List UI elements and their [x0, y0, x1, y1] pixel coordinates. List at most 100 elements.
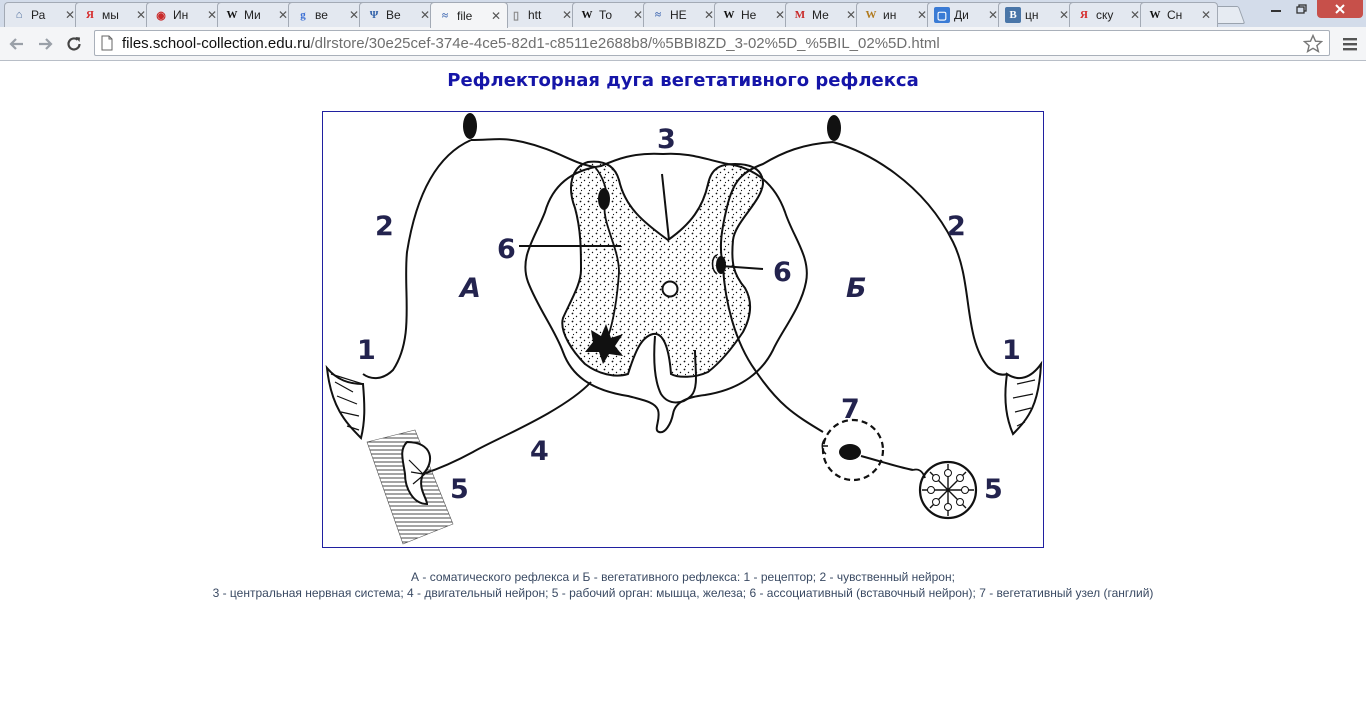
browser-tab[interactable]: W Ми ✕: [217, 2, 295, 27]
tab-close-icon[interactable]: ✕: [490, 8, 502, 23]
muscle-effector: [366, 429, 454, 545]
home-icon: ⌂: [15, 9, 23, 21]
sensory-neuron-left: [362, 138, 596, 380]
label-1-left: 1: [357, 335, 376, 366]
tab-close-icon[interactable]: ✕: [916, 8, 928, 22]
browser-tab[interactable]: ▢ Ди ✕: [927, 2, 1005, 27]
tab-close-icon[interactable]: ✕: [64, 8, 76, 22]
central-canal: [661, 280, 679, 298]
chrome-menu-button[interactable]: [1337, 31, 1363, 57]
browser-tab[interactable]: W Не ✕: [714, 2, 792, 27]
tab-title: Не: [741, 8, 757, 22]
tab-title: Сн: [1167, 8, 1183, 22]
school-collection-icon: ≈: [654, 9, 662, 21]
tab-title: мы: [102, 8, 119, 22]
blank-page-icon: ▯: [512, 9, 520, 22]
psi-icon: Ψ: [369, 9, 379, 21]
tab-title: ску: [1096, 8, 1114, 22]
wikipedia-icon: W: [226, 9, 238, 21]
reflex-arc-illustration: 3 2 2 6 6 А Б 1 1 7 4 5 5: [325, 113, 1043, 545]
address-bar[interactable]: files.school-collection.edu.ru/dlrstore/…: [94, 30, 1330, 56]
tab-close-icon[interactable]: ✕: [348, 8, 360, 22]
browser-tab[interactable]: ≈file✕: [430, 2, 508, 28]
browser-tab[interactable]: ⌂Ра✕: [4, 2, 82, 27]
tab-title: Ди: [954, 8, 969, 22]
reload-button[interactable]: [61, 31, 87, 57]
label-2-right: 2: [947, 211, 966, 242]
url-host: files.school-collection.edu.ru: [122, 34, 311, 52]
tab-close-icon[interactable]: ✕: [277, 8, 289, 22]
tab-close-icon[interactable]: ✕: [774, 8, 786, 22]
back-button[interactable]: [4, 31, 30, 57]
label-a: А: [458, 273, 481, 304]
maximize-button[interactable]: [1288, 0, 1316, 18]
arrow-right-icon: [39, 38, 53, 50]
tab-title: Ин: [173, 8, 189, 22]
association-neuron-right: [716, 256, 726, 274]
tab-close-icon[interactable]: ✕: [135, 8, 147, 22]
sensory-neuron-right: [719, 141, 1008, 376]
chat-icon: ▢: [934, 7, 950, 23]
url-text: files.school-collection.edu.ru/dlrstore/…: [122, 35, 940, 52]
tab-close-icon[interactable]: ✕: [206, 8, 218, 22]
caption-line-1: А - соматического рефлекса и Б - вегетат…: [411, 570, 955, 584]
browser-tab[interactable]: ▯htt✕: [501, 2, 579, 27]
page-icon: [100, 35, 118, 51]
browser-toolbar: files.school-collection.edu.ru/dlrstore/…: [0, 27, 1366, 61]
mb-icon: M: [794, 9, 806, 21]
tab-close-icon[interactable]: ✕: [561, 8, 573, 22]
receptor-left: [325, 364, 366, 440]
tab-close-icon[interactable]: ✕: [1058, 8, 1070, 22]
tab-title: Ми: [244, 8, 261, 22]
google-icon: g: [300, 9, 306, 21]
association-neuron-left: [598, 188, 610, 210]
tab-close-icon[interactable]: ✕: [845, 8, 857, 22]
hamburger-menu-icon: [1343, 38, 1357, 51]
school-collection-icon: ≈: [441, 9, 449, 22]
tab-close-icon[interactable]: ✕: [1129, 8, 1141, 22]
label-5-right: 5: [984, 474, 1003, 505]
tab-close-icon[interactable]: ✕: [1200, 8, 1212, 22]
tab-title: Ме: [812, 8, 829, 22]
label-2-left: 2: [375, 211, 394, 242]
restore-icon: [1296, 4, 1307, 14]
tab-close-icon[interactable]: ✕: [419, 8, 431, 22]
wikipedia-icon: W: [723, 9, 735, 21]
page-title: Рефлекторная дуга вегетативного рефлекса: [447, 70, 919, 91]
reload-icon: [67, 37, 81, 51]
forward-button[interactable]: [32, 31, 58, 57]
label-6-left: 6: [497, 234, 516, 265]
browser-tab[interactable]: M Ме ✕: [785, 2, 863, 27]
tab-close-icon[interactable]: ✕: [987, 8, 999, 22]
wikipedia-icon: W: [865, 9, 877, 21]
minimize-icon: [1271, 10, 1281, 12]
tab-title: НЕ: [670, 8, 687, 22]
browser-tab[interactable]: ◉Ин✕: [146, 2, 224, 27]
close-window-button[interactable]: [1317, 0, 1363, 18]
label-4: 4: [530, 436, 549, 467]
tab-title: То: [599, 8, 613, 22]
url-path: /dlrstore/30e25cef-374e-4ce5-82d1-c8511e…: [310, 34, 940, 52]
label-5-left: 5: [450, 474, 469, 505]
tab-close-icon[interactable]: ✕: [632, 8, 644, 22]
label-b: Б: [846, 273, 867, 304]
label-6-right: 6: [773, 257, 792, 288]
gland-effector: [912, 460, 978, 520]
tab-title: ве: [315, 8, 328, 22]
label-1-right: 1: [1002, 335, 1021, 366]
tab-close-icon[interactable]: ✕: [703, 8, 715, 22]
vk-icon: B: [1005, 7, 1021, 23]
minimize-button[interactable]: [1262, 0, 1290, 18]
reflex-arc-diagram: 3 2 2 6 6 А Б 1 1 7 4 5 5: [322, 111, 1044, 548]
browser-tab[interactable]: ≈ НЕ ✕: [643, 2, 721, 27]
vegetative-ganglion: [821, 418, 914, 482]
bookmark-star-icon[interactable]: [1302, 33, 1324, 59]
